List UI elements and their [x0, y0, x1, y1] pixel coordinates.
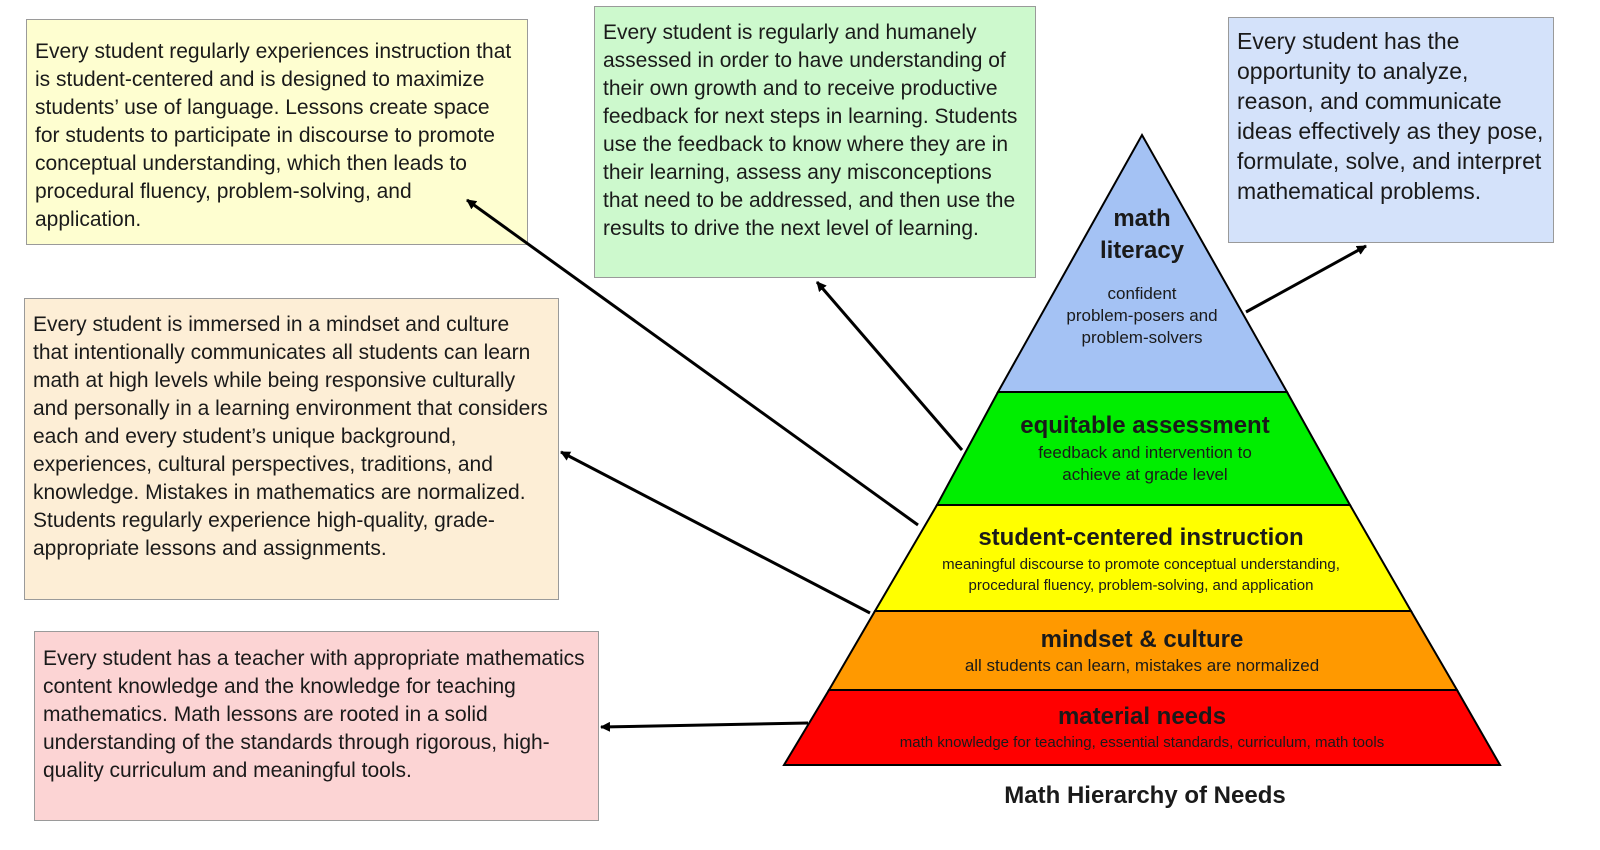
tier-title-mindset: mindset & culture: [1041, 626, 1244, 653]
tier-material-needs: [782, 689, 1502, 766]
tier-title-literacy-2: literacy: [1100, 237, 1185, 264]
tier-sub-assessment-2: achieve at grade level: [1062, 465, 1227, 484]
tier-sub-instruction-1: meaningful discourse to promote conceptu…: [942, 556, 1340, 573]
note-mindset-culture: Every student is immersed in a mindset a…: [24, 298, 559, 600]
arrow-to-student-centered-note: [466, 198, 919, 527]
arrow-to-assessment-note: [815, 281, 964, 451]
tier-sub-literacy-2: problem-posers and: [1066, 306, 1217, 325]
tier-sub-assessment-1: feedback and intervention to: [1038, 443, 1252, 462]
tier-sub-instruction-2: procedural fluency, problem-solving, and…: [969, 577, 1314, 594]
note-student-centered-instruction: Every student regularly experiences inst…: [26, 19, 528, 245]
diagram-caption: Math Hierarchy of Needs: [1004, 782, 1286, 809]
arrow-to-material-note: [600, 721, 809, 732]
note-material-needs: Every student has a teacher with appropr…: [34, 631, 599, 821]
arrow-to-mindset-note: [560, 450, 871, 615]
tier-sub-literacy-1: confident: [1108, 284, 1177, 303]
tier-sub-material: math knowledge for teaching, essential s…: [900, 734, 1384, 751]
tier-title-literacy-1: math: [1113, 205, 1170, 232]
tier-title-instruction: student-centered instruction: [978, 524, 1303, 551]
tier-sub-literacy-3: problem-solvers: [1082, 328, 1203, 347]
tier-title-material: material needs: [1058, 703, 1226, 730]
arrow-to-literacy-note: [1245, 244, 1367, 314]
note-math-literacy: Every student has the opportunity to ana…: [1228, 17, 1554, 243]
note-equitable-assessment: Every student is regularly and humanely …: [594, 6, 1036, 278]
tier-title-assessment: equitable assessment: [1020, 412, 1269, 439]
tier-sub-mindset: all students can learn, mistakes are nor…: [965, 656, 1319, 675]
